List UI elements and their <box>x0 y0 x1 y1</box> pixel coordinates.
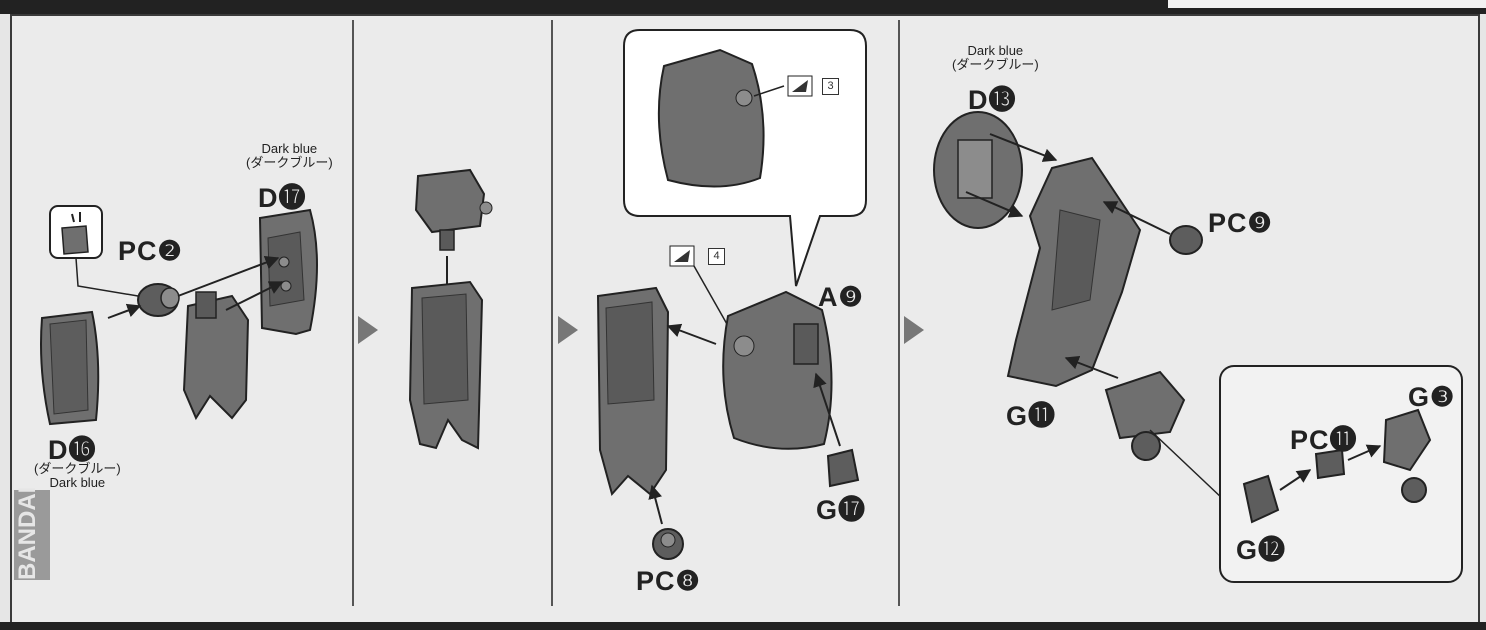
pc9-part <box>1170 226 1202 254</box>
g17-label: G⓱ <box>816 488 866 527</box>
sticker-ref-4: 4 <box>708 248 725 265</box>
pc8-label: PC❽ <box>636 566 701 597</box>
head-block-part <box>416 170 492 250</box>
lower-leg-part <box>598 288 668 494</box>
pc11-label: PC⓫ <box>1290 418 1358 457</box>
sticker-ref-3: 3 <box>822 78 839 95</box>
d13-label: D⓭ <box>968 78 1017 117</box>
d16-color-en: Dark blue <box>34 476 121 490</box>
sticker-icon-4 <box>670 246 694 266</box>
d17-part <box>260 210 317 334</box>
step-arrow-1 <box>358 316 378 344</box>
step-arrow-3 <box>904 316 924 344</box>
g3-label: G❸ <box>1408 382 1455 413</box>
pc8-part <box>653 529 683 559</box>
pc9-label: PC❾ <box>1208 208 1273 239</box>
d17-color-label: Dark blue (ダークブルー) <box>246 142 333 170</box>
d17-color-en: Dark blue <box>246 142 333 156</box>
pc2-label: PC❷ <box>118 236 183 267</box>
detail-callout <box>624 30 866 286</box>
a9-label: A❾ <box>818 282 864 313</box>
torso-inner-part <box>184 292 248 418</box>
d17-color-jp: (ダークブルー) <box>246 156 333 170</box>
sticker-icon-3 <box>788 76 812 96</box>
step-arrow-2 <box>558 316 578 344</box>
hip-joint-part <box>1106 372 1184 460</box>
d13-color-label: Dark blue (ダークブルー) <box>952 44 1039 72</box>
d16-color-jp: (ダークブルー) <box>34 462 121 476</box>
g17-part <box>828 450 858 486</box>
d16-color-label: (ダークブルー) Dark blue <box>34 462 121 490</box>
g12-label: G⓬ <box>1236 528 1286 567</box>
d17-label: D⓱ <box>258 176 307 215</box>
shoulder-armor-part <box>723 292 831 449</box>
d13-color-jp: (ダークブルー) <box>952 58 1039 72</box>
assembled-leg-part <box>410 282 482 448</box>
d13-color-en: Dark blue <box>952 44 1039 58</box>
body-frame-part <box>1008 158 1140 386</box>
g11-label: G⓫ <box>1006 394 1056 433</box>
d16-part <box>41 312 98 424</box>
pc2-part <box>138 284 179 316</box>
